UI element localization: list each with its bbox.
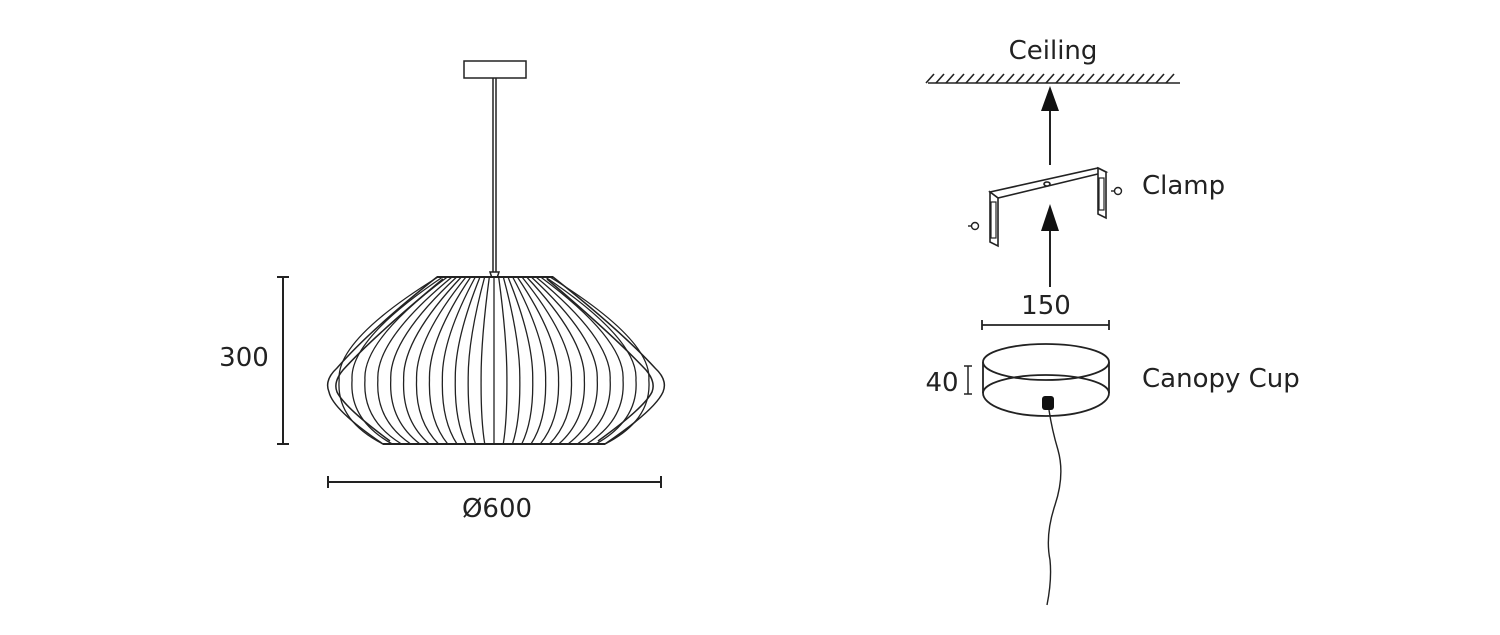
hatch-stroke bbox=[1145, 73, 1155, 84]
shade-rib bbox=[549, 276, 650, 445]
hatch-stroke bbox=[1055, 73, 1065, 84]
canopy-width-dimension bbox=[981, 320, 1110, 330]
power-cable bbox=[1046, 409, 1062, 606]
shade-rib bbox=[521, 276, 573, 445]
pendant-canopy bbox=[463, 60, 527, 79]
hatch-stroke bbox=[1035, 73, 1045, 84]
shade-rib bbox=[535, 276, 611, 445]
hatch-stroke bbox=[1115, 73, 1125, 84]
clamp-label: Clamp bbox=[1142, 171, 1225, 201]
diameter-dimension bbox=[327, 476, 662, 488]
shade-rib bbox=[390, 276, 458, 445]
hatch-stroke bbox=[985, 73, 995, 84]
ceiling-line bbox=[925, 73, 1180, 84]
hatch-stroke bbox=[1095, 73, 1105, 84]
diameter-dimension-label: Ø600 bbox=[462, 494, 532, 524]
hatch-stroke bbox=[925, 73, 935, 84]
hatch-stroke bbox=[1025, 73, 1035, 84]
shade-ribs bbox=[338, 276, 650, 445]
shade-inner-contour-right bbox=[546, 278, 654, 442]
ceiling-label: Ceiling bbox=[1009, 36, 1098, 66]
canopy-cup-label: Canopy Cup bbox=[1142, 364, 1300, 394]
hatch-stroke bbox=[1065, 73, 1075, 84]
hatch-stroke bbox=[1085, 73, 1095, 84]
shade-rib bbox=[402, 276, 462, 445]
clamp-screw-left bbox=[968, 221, 980, 231]
hatch-stroke bbox=[1135, 73, 1145, 84]
clamp-screw-right bbox=[1111, 186, 1123, 196]
hatch-stroke bbox=[1125, 73, 1135, 84]
ceiling-hatching bbox=[925, 73, 1175, 84]
clamp-bracket bbox=[988, 166, 1109, 248]
shade-rib bbox=[415, 276, 467, 445]
arrow-to-clamp bbox=[1041, 204, 1059, 287]
shade-rib bbox=[364, 276, 448, 445]
canopy-height-label: 40 bbox=[925, 368, 958, 398]
shade-rib bbox=[351, 276, 444, 445]
canopy-height-dimension bbox=[964, 365, 972, 395]
shade-rib bbox=[544, 276, 637, 445]
pendant-lamp bbox=[326, 60, 666, 445]
shade-rib bbox=[526, 276, 586, 445]
hatch-stroke bbox=[1075, 73, 1085, 84]
canopy-cup bbox=[982, 343, 1110, 417]
shade-rib bbox=[338, 276, 439, 445]
hatch-stroke bbox=[1045, 73, 1055, 84]
hatch-stroke bbox=[945, 73, 955, 84]
shade-rib bbox=[516, 276, 560, 445]
height-dimension bbox=[277, 276, 289, 445]
shade-rib bbox=[467, 276, 486, 445]
hatch-stroke bbox=[1005, 73, 1015, 84]
shade-rib bbox=[441, 276, 476, 445]
hatch-stroke bbox=[1155, 73, 1165, 84]
canopy-width-label: 150 bbox=[1021, 291, 1071, 321]
hatch-stroke bbox=[955, 73, 965, 84]
shade-rib bbox=[428, 276, 472, 445]
shade-rib bbox=[512, 276, 547, 445]
shade-rib bbox=[507, 276, 534, 445]
hatch-stroke bbox=[935, 73, 945, 84]
arrow-to-ceiling bbox=[1041, 86, 1059, 165]
hatch-stroke bbox=[995, 73, 1005, 84]
shade-rib bbox=[540, 276, 624, 445]
shade-rib bbox=[498, 276, 508, 445]
shade-rib bbox=[454, 276, 481, 445]
hatch-stroke bbox=[1105, 73, 1115, 84]
hatch-stroke bbox=[1165, 73, 1175, 84]
hatch-stroke bbox=[965, 73, 975, 84]
height-dimension-label: 300 bbox=[219, 343, 269, 373]
hatch-stroke bbox=[975, 73, 985, 84]
cord-outlet bbox=[1042, 396, 1054, 410]
shade-rib bbox=[502, 276, 521, 445]
shade-rib bbox=[530, 276, 598, 445]
shade-inner-contour bbox=[335, 278, 444, 442]
shade-rib bbox=[377, 276, 453, 445]
shade-rib bbox=[480, 276, 490, 445]
hatch-stroke bbox=[1015, 73, 1025, 84]
